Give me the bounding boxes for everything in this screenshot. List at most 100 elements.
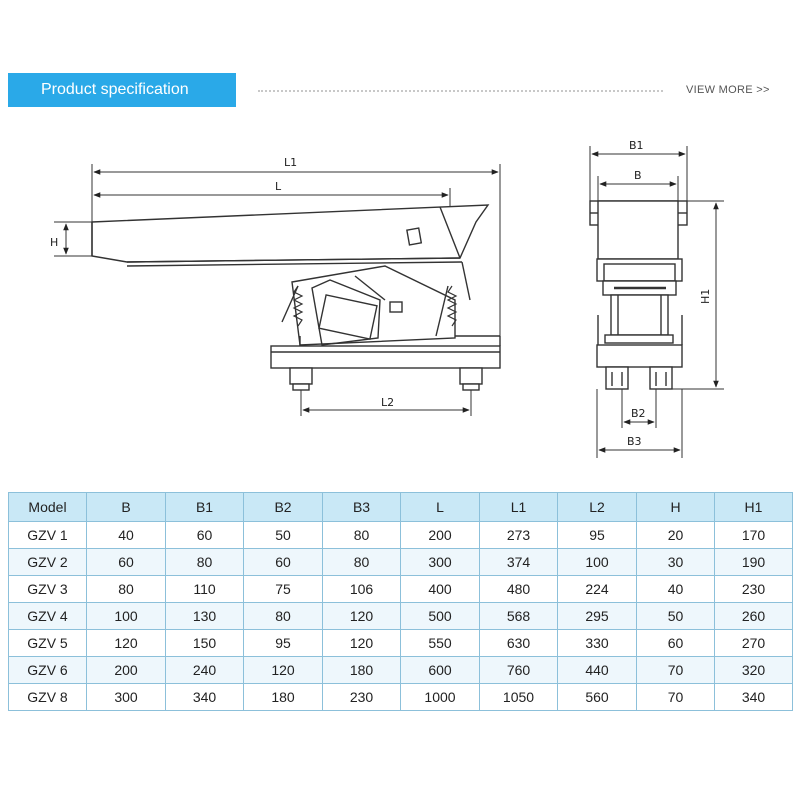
dim-label-b1: B1	[629, 139, 644, 152]
front-view-drawing	[589, 200, 688, 390]
table-cell: GZV 3	[8, 575, 87, 603]
table-cell: 70	[636, 656, 715, 684]
table-cell: GZV 8	[8, 683, 87, 711]
col-header-h1: H1	[714, 492, 793, 522]
table-cell: 80	[322, 521, 401, 549]
table-cell: 500	[400, 602, 480, 630]
table-cell: 550	[400, 629, 480, 657]
table-cell: 568	[479, 602, 558, 630]
table-cell: 300	[400, 548, 480, 576]
table-cell: 60	[636, 629, 715, 657]
table-cell: 600	[400, 656, 480, 684]
dim-label-b: B	[634, 169, 642, 182]
table-cell: 120	[322, 629, 401, 657]
table-row: GZV 4 100 130 80 120 500 568 295 50 260	[8, 602, 793, 630]
table-cell: GZV 2	[8, 548, 87, 576]
table-cell: 300	[86, 683, 166, 711]
table-cell: 95	[243, 629, 323, 657]
table-cell: 100	[557, 548, 637, 576]
table-row: GZV 6 200 240 120 180 600 760 440 70 320	[8, 656, 793, 684]
table-cell: 60	[243, 548, 323, 576]
table-cell: 273	[479, 521, 558, 549]
table-cell: 120	[243, 656, 323, 684]
table-row: GZV 1 40 60 50 80 200 273 95 20 170	[8, 521, 793, 549]
table-cell: 480	[479, 575, 558, 603]
table-cell: 340	[714, 683, 793, 711]
dim-label-l: L	[275, 180, 282, 193]
table-cell: 150	[165, 629, 244, 657]
table-cell: GZV 5	[8, 629, 87, 657]
front-view-dimensions	[589, 146, 724, 458]
table-row: GZV 8 300 340 180 230 1000 1050 560 70 3…	[8, 683, 793, 711]
dim-label-b2: B2	[631, 407, 646, 420]
table-cell: 200	[400, 521, 480, 549]
table-cell: 70	[636, 683, 715, 711]
table-cell: 240	[165, 656, 244, 684]
side-view-drawing	[91, 204, 501, 391]
table-cell: 630	[479, 629, 558, 657]
table-cell: 270	[714, 629, 793, 657]
table-cell: 106	[322, 575, 401, 603]
table-cell: 440	[557, 656, 637, 684]
table-cell: 80	[165, 548, 244, 576]
table-cell: 75	[243, 575, 323, 603]
table-cell: 230	[322, 683, 401, 711]
table-row: GZV 5 120 150 95 120 550 630 330 60 270	[8, 629, 793, 657]
table-cell: 30	[636, 548, 715, 576]
table-cell: 50	[243, 521, 323, 549]
table-cell: 374	[479, 548, 558, 576]
col-header-l2: L2	[557, 492, 637, 522]
table-cell: 50	[636, 602, 715, 630]
col-header-l: L	[400, 492, 480, 522]
table-cell: 120	[322, 602, 401, 630]
table-cell: GZV 1	[8, 521, 87, 549]
dim-label-b3: B3	[627, 435, 642, 448]
table-cell: 1050	[479, 683, 558, 711]
header-divider	[258, 90, 663, 92]
dim-label-l2: L2	[381, 396, 394, 409]
table-header-row: Model B B1 B2 B3 L L1 L2 H H1	[8, 492, 793, 522]
col-header-l1: L1	[479, 492, 558, 522]
table-cell: 80	[322, 548, 401, 576]
side-view-dimensions	[54, 164, 501, 416]
table-cell: 330	[557, 629, 637, 657]
table-cell: 760	[479, 656, 558, 684]
dim-label-h1: H1	[699, 289, 712, 304]
table-cell: 40	[636, 575, 715, 603]
table-cell: 130	[165, 602, 244, 630]
table-cell: 20	[636, 521, 715, 549]
table-cell: 80	[243, 602, 323, 630]
table-cell: 180	[243, 683, 323, 711]
table-cell: 120	[86, 629, 166, 657]
col-header-b2: B2	[243, 492, 323, 522]
dim-label-h: H	[50, 236, 58, 249]
table-cell: 80	[86, 575, 166, 603]
col-header-b3: B3	[322, 492, 401, 522]
table-cell: 1000	[400, 683, 480, 711]
table-cell: 400	[400, 575, 480, 603]
col-header-h: H	[636, 492, 715, 522]
table-cell: 170	[714, 521, 793, 549]
col-header-model: Model	[8, 492, 87, 522]
col-header-b1: B1	[165, 492, 244, 522]
table-row: GZV 3 80 110 75 106 400 480 224 40 230	[8, 575, 793, 603]
table-row: GZV 2 60 80 60 80 300 374 100 30 190	[8, 548, 793, 576]
table-cell: 110	[165, 575, 244, 603]
technical-drawing: L1 L H L2	[50, 139, 724, 458]
view-more-link[interactable]: VIEW MORE >>	[686, 84, 770, 96]
dim-label-l1: L1	[284, 156, 297, 169]
table-cell: 95	[557, 521, 637, 549]
col-header-b: B	[86, 492, 166, 522]
table-cell: GZV 4	[8, 602, 87, 630]
table-cell: 560	[557, 683, 637, 711]
table-cell: 190	[714, 548, 793, 576]
table-cell: 40	[86, 521, 166, 549]
table-cell: 60	[165, 521, 244, 549]
table-cell: 224	[557, 575, 637, 603]
product-specification-tab[interactable]: Product specification	[8, 73, 236, 107]
table-cell: 180	[322, 656, 401, 684]
table-cell: 320	[714, 656, 793, 684]
table-cell: 100	[86, 602, 166, 630]
table-cell: 60	[86, 548, 166, 576]
table-cell: 260	[714, 602, 793, 630]
